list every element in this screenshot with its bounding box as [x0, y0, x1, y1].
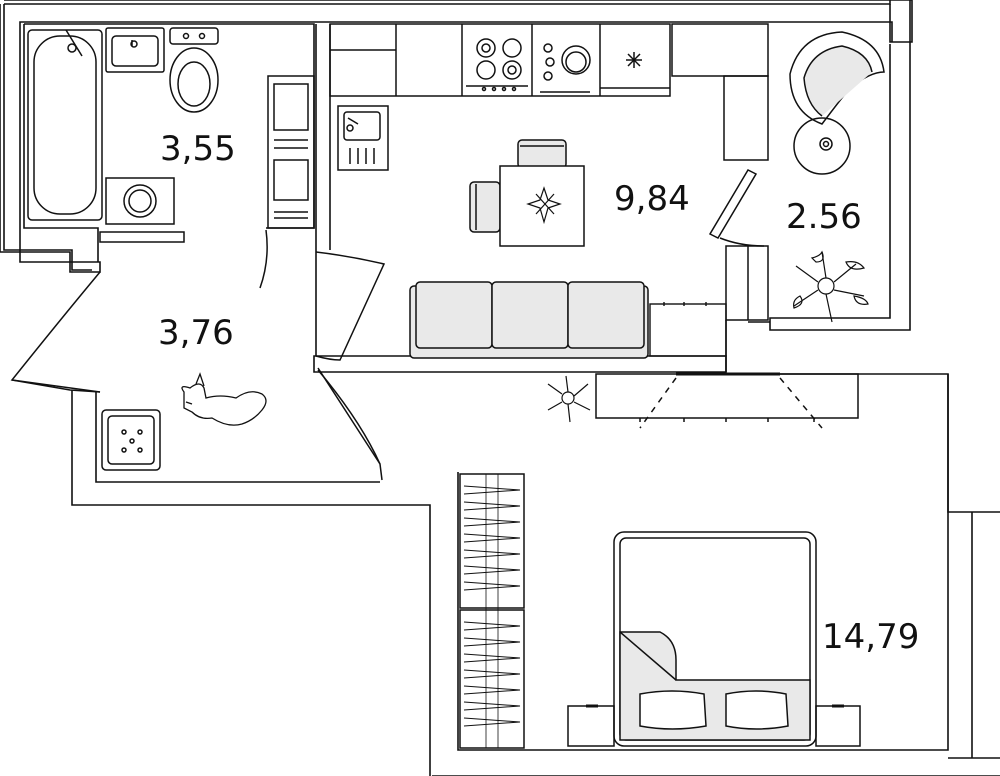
fridge-icon	[600, 52, 670, 89]
bathroom	[27, 27, 315, 289]
tv-cabinet	[595, 372, 859, 429]
room-area-bedroom: 14,79	[822, 617, 919, 657]
wardrobe-icon	[459, 473, 525, 749]
room-area-bathroom: 3,55	[160, 129, 236, 169]
plant-icon	[547, 375, 591, 423]
dishwasher-icon	[540, 43, 591, 93]
plant-icon	[793, 250, 869, 323]
dining-area	[469, 139, 585, 247]
bathroom-door	[99, 231, 185, 243]
upper-cabinet	[671, 23, 769, 77]
room-door-swing	[315, 251, 386, 361]
hallway	[10, 251, 386, 481]
washing-machine-icon	[105, 177, 175, 225]
chair-icon	[517, 139, 567, 169]
tall-cabinet	[723, 75, 769, 161]
balcony-door	[708, 169, 758, 239]
tv-stand-icon	[649, 302, 727, 357]
pillow-icon	[639, 690, 789, 730]
stove-icon	[466, 38, 528, 92]
dining-table-icon	[499, 165, 585, 247]
kitchen	[329, 23, 769, 321]
sink-icon	[105, 27, 165, 73]
room-area-hallway: 3,76	[158, 313, 234, 353]
balcony	[789, 31, 885, 323]
plant-icon	[526, 186, 562, 225]
bathroom-door-swing	[259, 229, 268, 289]
sofa-icon	[409, 281, 649, 359]
room-area-balcony: 2.56	[786, 197, 862, 237]
toilet-icon	[169, 27, 219, 113]
shelf-unit	[267, 75, 315, 229]
entrance-door-swing	[10, 271, 101, 393]
armchair-icon	[789, 31, 885, 125]
kitchen-counter	[329, 23, 671, 97]
pet-tray-icon	[101, 409, 161, 471]
bedroom	[459, 372, 861, 749]
bed-icon	[567, 531, 861, 747]
dog-icon	[181, 372, 267, 426]
chair-icon	[469, 181, 501, 233]
room-area-kitchen-living: 9,84	[614, 179, 690, 219]
coffee-table	[793, 117, 851, 175]
kitchen-sink-icon	[337, 105, 389, 171]
bathtub-icon	[27, 29, 103, 221]
